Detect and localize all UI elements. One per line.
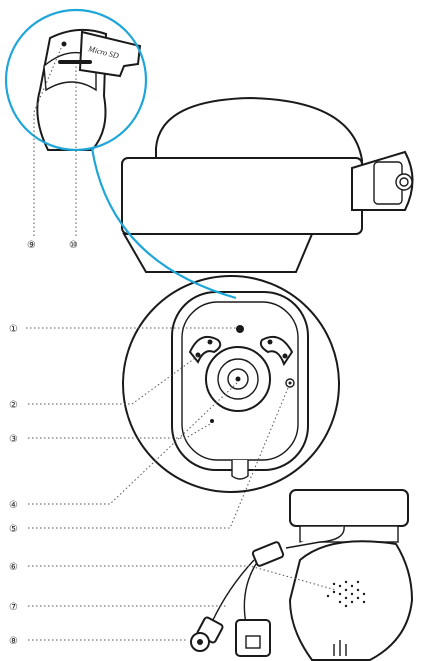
leader-3 [28, 423, 211, 439]
callout-4: ④ [9, 500, 18, 511]
ir-led-left-dot-2 [207, 339, 213, 345]
ir-led-left-dot-1 [195, 352, 201, 358]
reset-hole [61, 41, 67, 47]
rear-top-cap [289, 489, 409, 527]
camera-side-screw-center [399, 177, 409, 187]
rear-vent-slits [333, 640, 347, 656]
leader-6 [28, 565, 337, 591]
callout-3: ③ [9, 434, 18, 445]
callout-9: ⑨ [27, 240, 36, 251]
cable-splitter [251, 541, 285, 567]
camera-chin-tab [231, 460, 249, 480]
callout-numbers: ① ② ③ ④ ⑤ ⑥ ⑦ ⑧ ⑨ ⑩ [9, 240, 78, 647]
micro-sd-card [78, 30, 142, 78]
callout-6: ⑥ [9, 562, 18, 573]
callout-8: ⑧ [9, 636, 18, 647]
dc-power-plug-hole [197, 639, 203, 645]
speaker-grille [326, 580, 366, 608]
main-camera-illustration [121, 96, 414, 493]
rear-sphere [288, 540, 414, 661]
ethernet-port-inner [245, 635, 261, 649]
zoom-connector-arc [90, 147, 237, 300]
camera-top-band [121, 157, 363, 235]
cable-to-power [211, 559, 255, 623]
main-cable [285, 525, 345, 549]
leader-9 [33, 45, 63, 236]
rear-camera-illustration [288, 489, 414, 661]
sd-slot-opening [58, 60, 92, 64]
camera-neck [122, 233, 314, 273]
status-led-core [288, 381, 292, 385]
light-sensor [236, 325, 244, 333]
microphone-hole [210, 419, 214, 423]
callout-2: ② [9, 400, 18, 411]
leader-lines [26, 45, 337, 641]
ir-led-right-dot-2 [282, 353, 288, 359]
cables [190, 525, 345, 657]
callout-10: ⑩ [69, 240, 78, 251]
callout-5: ⑤ [9, 524, 18, 535]
ir-led-right-dot-1 [267, 339, 273, 345]
lens-center [235, 376, 241, 382]
callout-7: ⑦ [9, 602, 18, 613]
callout-1: ① [9, 324, 18, 335]
zoom-ring [4, 8, 148, 152]
leader-2 [28, 355, 199, 405]
cable-to-ethernet [243, 563, 257, 625]
